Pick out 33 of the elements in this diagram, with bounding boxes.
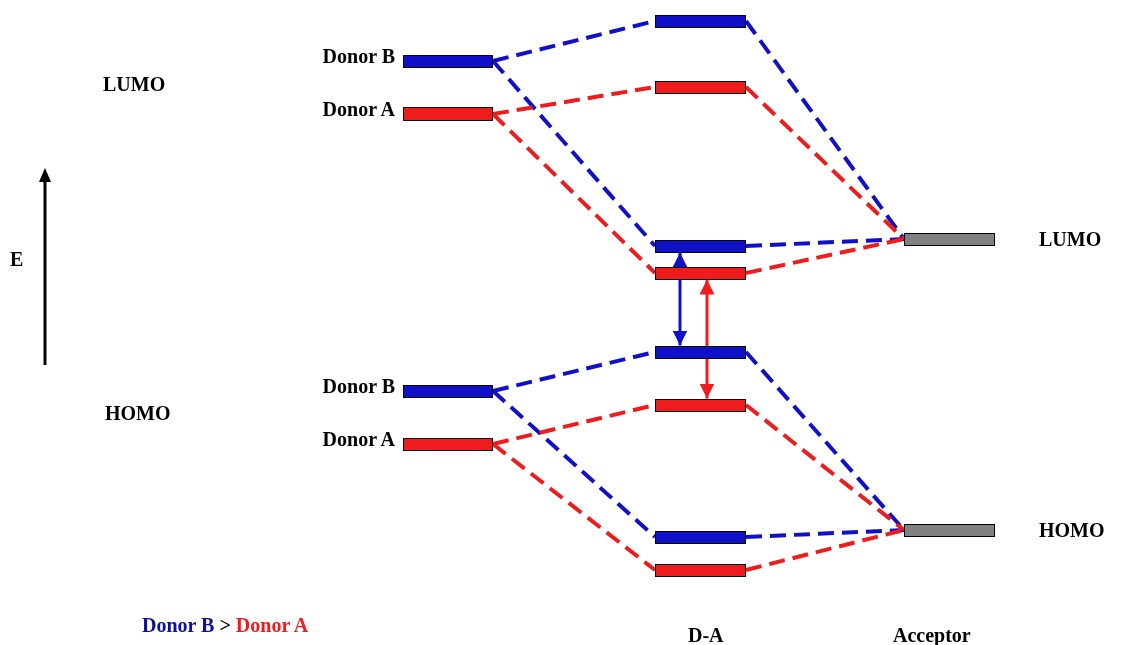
energy-level-bar: [655, 80, 746, 94]
dashed-connector: [745, 237, 905, 248]
energy-level-bar: [655, 398, 746, 412]
dashed-connector: [491, 442, 657, 572]
text-label: >: [219, 614, 231, 636]
text-label: HOMO: [105, 402, 171, 424]
dashed-connector: [745, 237, 905, 275]
text-label: D-A: [688, 624, 724, 645]
dashed-connector: [491, 389, 657, 539]
level-label: Donor A: [322, 98, 395, 120]
energy-level-bar: [655, 14, 746, 28]
double-arrow: [672, 252, 688, 346]
level-label: Donor B: [322, 45, 395, 67]
dashed-connector: [745, 528, 905, 572]
energy-level-bar: [655, 563, 746, 577]
dashed-connector: [745, 528, 905, 539]
double-arrow: [699, 279, 715, 399]
level-label: LUMO: [1039, 228, 1102, 250]
dashed-connector: [491, 59, 657, 248]
text-label: LUMO: [103, 73, 166, 95]
axis-label: E: [10, 248, 24, 270]
level-label: Donor B: [322, 375, 395, 397]
energy-level-bar: [655, 239, 746, 253]
text-label: Donor B: [142, 614, 215, 636]
level-label: HOMO: [1039, 519, 1105, 541]
dashed-connector: [491, 112, 657, 275]
dashed-connector: [744, 85, 906, 241]
text-label: Donor A: [235, 614, 309, 636]
energy-level-bar: [655, 266, 746, 280]
energy-level-bar: [655, 530, 746, 544]
dashed-connector: [744, 403, 906, 532]
level-label: Donor A: [322, 428, 395, 450]
energy-level-bar: [655, 345, 746, 359]
